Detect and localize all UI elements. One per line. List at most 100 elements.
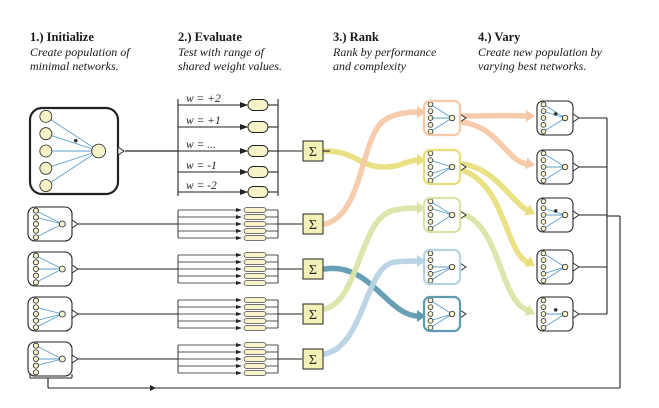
input-neuron [540, 115, 547, 121]
sum-symbol: Σ [309, 145, 317, 160]
weight-label: w = +1 [186, 115, 221, 127]
output-arrow [572, 309, 580, 319]
step-description: shared weight values. [178, 59, 282, 73]
connection [35, 210, 63, 225]
network-node [423, 296, 467, 332]
input-neuron [427, 264, 434, 270]
input-neuron [540, 122, 547, 128]
wire-layer [29, 99, 621, 391]
connection [45, 116, 99, 152]
output-arrow [71, 264, 79, 274]
evaluation-node [243, 318, 267, 324]
sum-box-frame [302, 258, 324, 280]
input-neuron [32, 362, 39, 369]
connection [430, 266, 453, 275]
wire-arrowhead [240, 148, 248, 154]
sum-box: Σ [302, 258, 324, 280]
flow-arrowhead [524, 256, 535, 267]
input-neuron [32, 265, 39, 272]
network-node [27, 206, 79, 242]
step-title: 1.) Initialize [30, 30, 94, 44]
connection [543, 252, 566, 268]
input-neuron [32, 324, 39, 331]
input-neuron [427, 150, 434, 157]
output-arrow [71, 309, 79, 319]
flow-arrowhead [417, 202, 426, 214]
evaluation-node [247, 145, 269, 157]
hidden-neuron [73, 138, 78, 143]
input-neuron [427, 128, 434, 135]
connection [430, 166, 453, 175]
step-description: Test with range of [178, 45, 264, 59]
wire-arrowhead [236, 305, 242, 309]
input-neuron [32, 310, 39, 317]
output-neuron [561, 114, 569, 122]
connection [35, 345, 63, 360]
input-neuron [540, 277, 547, 284]
wire-arrowhead [236, 208, 242, 212]
wire-arrowhead [236, 236, 242, 240]
flow-arrow [322, 148, 421, 170]
rank-highlight [422, 295, 462, 333]
evaluation-node [243, 235, 267, 241]
step-description: minimal networks. [30, 59, 119, 73]
wire-arrowhead [236, 326, 242, 330]
evaluation-node [247, 99, 269, 111]
rank-highlight [422, 99, 462, 137]
input-neuron [540, 271, 547, 277]
sum-symbol: Σ [309, 263, 317, 278]
output-neuron [448, 163, 456, 171]
flow-arrow [322, 265, 421, 319]
wire-arrowhead [236, 274, 242, 278]
output-neuron [448, 211, 456, 219]
wire-arrowhead [240, 102, 248, 108]
wire-arrowhead [236, 267, 242, 271]
input-neuron [32, 272, 39, 279]
input-neuron [32, 220, 39, 227]
connection [35, 216, 63, 225]
connection [543, 313, 566, 329]
input-neuron [427, 271, 434, 277]
weight-label: w = -1 [186, 160, 217, 172]
wire-arrowhead [236, 298, 242, 302]
input-neuron [540, 212, 547, 218]
output-neuron [58, 310, 66, 318]
flow-arrowhead [524, 304, 535, 316]
step-initialize: 1.) Initialize Create population of mini… [30, 30, 130, 73]
input-neuron [427, 250, 434, 257]
input-neuron [427, 225, 434, 232]
output-arrow [572, 262, 580, 272]
flow-arrow [322, 258, 421, 357]
sum-box-frame [302, 348, 324, 370]
input-neuron [427, 177, 434, 184]
flow-layer [322, 106, 535, 357]
connection [430, 103, 453, 119]
step-description: and complexity [333, 59, 406, 73]
flow-arrow [459, 167, 530, 265]
evaluation-node [243, 356, 267, 362]
input-neuron [540, 324, 547, 331]
input-neuron [427, 297, 434, 304]
input-neuron [540, 219, 547, 225]
connection [543, 214, 566, 230]
output-neuron [448, 114, 456, 122]
output-neuron [561, 211, 569, 219]
network-node [536, 249, 580, 285]
evaluation-node [243, 228, 267, 234]
input-neuron [540, 205, 547, 211]
flow-arrow [459, 211, 530, 313]
output-neuron [58, 265, 66, 273]
step-description: varying best networks. [478, 59, 587, 73]
sum-box-frame [302, 140, 324, 162]
network-node [536, 100, 580, 136]
input-neuron [540, 264, 547, 270]
input-neuron [32, 369, 39, 376]
evaluation-node [243, 370, 267, 376]
input-neuron [427, 157, 434, 163]
output-neuron [448, 263, 456, 271]
wire-arrowhead [236, 222, 242, 226]
connection [430, 207, 453, 216]
step-description: Create new population by [478, 45, 602, 59]
evaluation-node [243, 297, 267, 303]
input-neuron [32, 259, 39, 266]
